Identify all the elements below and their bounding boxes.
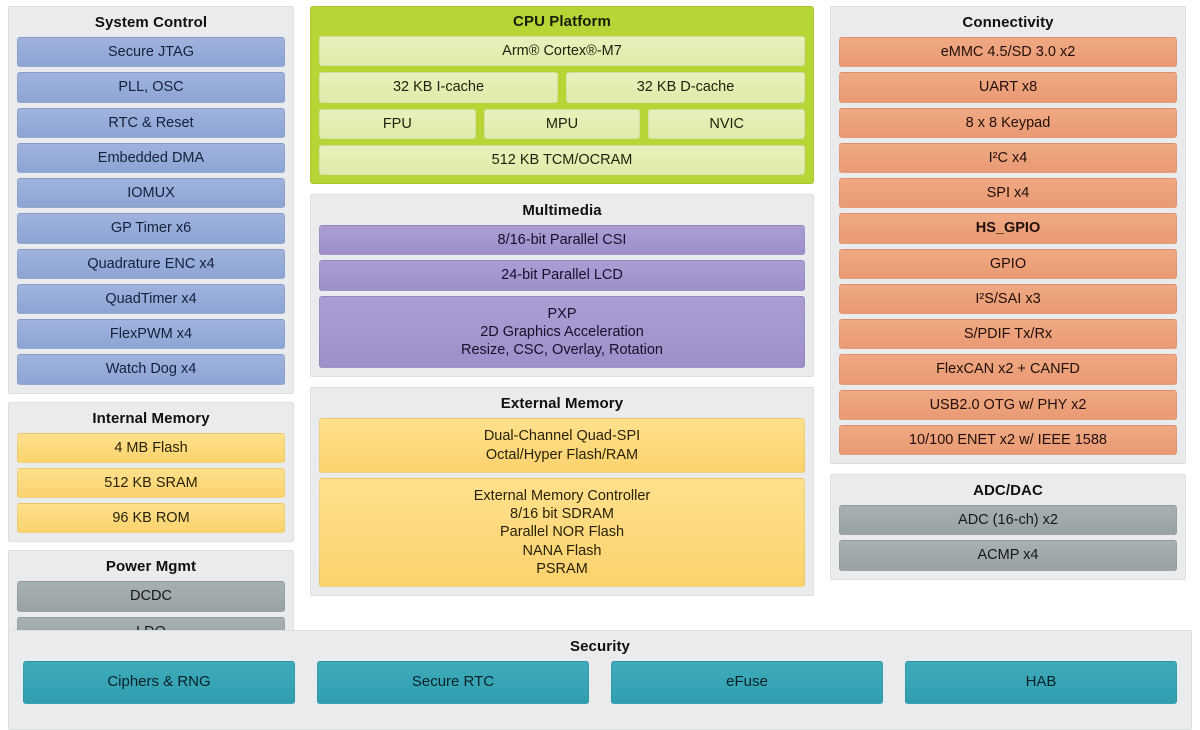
block-watch-dog[interactable]: Watch Dog x4 [17, 354, 285, 385]
section-title-cpu-platform: CPU Platform [513, 13, 611, 30]
block-fpu[interactable]: FPU [319, 108, 476, 139]
section-title-internal-memory: Internal Memory [92, 409, 210, 427]
cpu-row-caches: 32 KB I-cache 32 KB D-cache [319, 72, 805, 103]
block-pxp[interactable]: PXP 2D Graphics Acceleration Resize, CSC… [319, 295, 805, 369]
section-connectivity: Connectivity eMMC 4.5/SD 3.0 x2 UART x8 … [830, 6, 1186, 465]
section-title-external-memory: External Memory [500, 395, 624, 413]
block-adc[interactable]: ADC (16-ch) x2 [839, 505, 1177, 536]
section-title-system-control: System Control [94, 14, 208, 31]
section-title-connectivity: Connectivity [962, 14, 1054, 31]
block-i2c[interactable]: I²C x4 [839, 142, 1177, 174]
block-uart[interactable]: UART x8 [839, 72, 1177, 103]
section-internal-memory: Internal Memory 4 MB Flash 512 KB SRAM 9… [8, 401, 294, 543]
block-pll-osc[interactable]: PLL, OSC [17, 72, 285, 103]
section-title-security: Security [570, 638, 630, 655]
block-flexcan[interactable]: FlexCAN x2 + CANFD [839, 354, 1177, 385]
block-parallel-lcd[interactable]: 24-bit Parallel LCD [319, 260, 805, 291]
block-96kb-rom[interactable]: 96 KB ROM [17, 503, 285, 534]
block-efuse[interactable]: eFuse [611, 661, 883, 704]
center-column: CPU Platform Arm® Cortex®-M7 32 KB I-cac… [310, 6, 814, 597]
section-cpu-platform: CPU Platform Arm® Cortex®-M7 32 KB I-cac… [310, 6, 814, 185]
block-flexpwm[interactable]: FlexPWM x4 [17, 319, 285, 350]
block-gp-timer[interactable]: GP Timer x6 [17, 213, 285, 244]
block-gpio[interactable]: GPIO [839, 248, 1177, 279]
cpu-row-core: Arm® Cortex®-M7 [319, 36, 805, 67]
block-enet[interactable]: 10/100 ENET x2 w/ IEEE 1588 [839, 424, 1177, 456]
block-usb-otg[interactable]: USB2.0 OTG w/ PHY x2 [839, 389, 1177, 420]
section-title-multimedia: Multimedia [522, 202, 602, 220]
block-arm-cortex-m7[interactable]: Arm® Cortex®-M7 [319, 36, 805, 67]
block-nvic[interactable]: NVIC [648, 108, 806, 139]
block-parallel-csi[interactable]: 8/16-bit Parallel CSI [319, 225, 805, 256]
block-512kb-sram[interactable]: 512 KB SRAM [17, 467, 285, 499]
block-external-memory-controller[interactable]: External Memory Controller 8/16 bit SDRA… [319, 477, 805, 588]
section-adc-dac: ADC/DAC ADC (16-ch) x2 ACMP x4 [830, 474, 1186, 580]
left-column: System Control Secure JTAG PLL, OSC RTC … [8, 6, 294, 692]
block-spdif[interactable]: S/PDIF Tx/Rx [839, 319, 1177, 350]
right-column: Connectivity eMMC 4.5/SD 3.0 x2 UART x8 … [830, 6, 1186, 580]
block-keypad[interactable]: 8 x 8 Keypad [839, 107, 1177, 138]
block-i-cache[interactable]: 32 KB I-cache [319, 72, 558, 103]
block-spi[interactable]: SPI x4 [839, 178, 1177, 209]
block-4mb-flash[interactable]: 4 MB Flash [17, 432, 285, 463]
block-iomux[interactable]: IOMUX [17, 178, 285, 209]
section-multimedia: Multimedia 8/16-bit Parallel CSI 24-bit … [310, 194, 814, 378]
block-acmp[interactable]: ACMP x4 [839, 540, 1177, 571]
block-dcdc[interactable]: DCDC [17, 581, 285, 612]
cpu-row-tcm: 512 KB TCM/OCRAM [319, 144, 805, 176]
block-hab[interactable]: HAB [905, 661, 1177, 704]
block-ciphers-rng[interactable]: Ciphers & RNG [23, 661, 295, 704]
block-i2s-sai[interactable]: I²S/SAI x3 [839, 283, 1177, 315]
diagram-columns: System Control Secure JTAG PLL, OSC RTC … [8, 6, 1192, 692]
section-title-adc-dac: ADC/DAC [973, 482, 1043, 500]
security-blocks-row: Ciphers & RNG Secure RTC eFuse HAB [23, 661, 1177, 704]
block-secure-rtc[interactable]: Secure RTC [317, 661, 589, 704]
block-emmc-sd[interactable]: eMMC 4.5/SD 3.0 x2 [839, 37, 1177, 68]
block-quadtimer[interactable]: QuadTimer x4 [17, 283, 285, 315]
block-d-cache[interactable]: 32 KB D-cache [566, 72, 805, 103]
section-system-control: System Control Secure JTAG PLL, OSC RTC … [8, 6, 294, 394]
block-quadrature-enc[interactable]: Quadrature ENC x4 [17, 248, 285, 279]
block-hs-gpio[interactable]: HS_GPIO [839, 213, 1177, 244]
block-secure-jtag[interactable]: Secure JTAG [17, 37, 285, 68]
cpu-row-units: FPU MPU NVIC [319, 108, 806, 139]
block-embedded-dma[interactable]: Embedded DMA [17, 142, 285, 174]
block-rtc-reset[interactable]: RTC & Reset [17, 107, 285, 138]
block-tcm-ocram[interactable]: 512 KB TCM/OCRAM [319, 144, 805, 176]
section-external-memory: External Memory Dual-Channel Quad-SPI Oc… [310, 387, 814, 597]
block-mpu[interactable]: MPU [483, 108, 641, 139]
section-title-power-mgmt: Power Mgmt [105, 558, 197, 576]
section-security: Security Ciphers & RNG Secure RTC eFuse … [8, 630, 1192, 730]
block-quad-spi[interactable]: Dual-Channel Quad-SPI Octal/Hyper Flash/… [319, 418, 805, 473]
